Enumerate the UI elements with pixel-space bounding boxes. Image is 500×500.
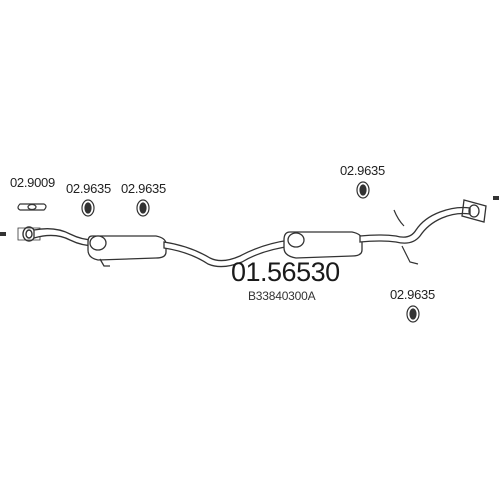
part-label-hanger-1: 02.9635 [66, 181, 111, 196]
rear-muffler [283, 231, 363, 259]
rubber-hanger-icon-1 [81, 199, 95, 217]
front-pipe [33, 228, 97, 247]
front-muffler [87, 235, 167, 267]
clamp-icon [17, 203, 47, 211]
tail-pipe [359, 206, 471, 244]
tail-hanger-wire [393, 209, 419, 265]
rear-arrow-icon [493, 196, 499, 200]
part-label-clamp-front: 02.9009 [10, 175, 55, 190]
front-arrow-icon [0, 232, 6, 236]
part-label-hanger-2: 02.9635 [121, 181, 166, 196]
part-label-hanger-4: 02.9635 [390, 287, 435, 302]
rear-flange [461, 199, 487, 223]
rubber-hanger-icon-4 [406, 305, 420, 323]
rubber-hanger-icon-2 [136, 199, 150, 217]
main-part-number: 01.56530 [231, 257, 340, 287]
part-label-hanger-3: 02.9635 [340, 163, 385, 178]
rubber-hanger-icon-3 [356, 181, 370, 199]
oe-number: B33840300A [248, 289, 316, 303]
